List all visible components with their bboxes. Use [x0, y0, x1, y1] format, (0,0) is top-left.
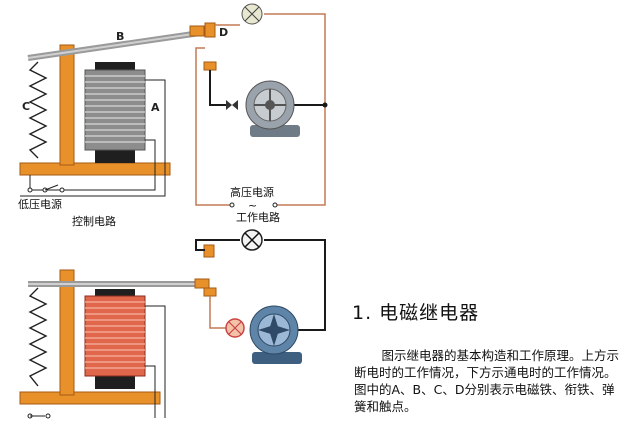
work-wire-on-top — [195, 239, 240, 251]
indicator-lamp-off — [226, 100, 238, 110]
relay-off-diagram: B C A D 低压电源 控制电路 高压电源 ~ 工作电路 — [18, 3, 328, 228]
motor-base-on — [252, 352, 302, 364]
control-wire-b — [45, 139, 156, 191]
high-voltage-label: 高压电源 — [230, 185, 274, 199]
lamp-wire-on — [209, 296, 226, 329]
work-wire-left — [195, 47, 232, 206]
bulb-filament-on — [244, 232, 260, 248]
terminal-1 — [27, 187, 33, 193]
label-d: D — [219, 26, 228, 39]
control-circuit-label: 控制电路 — [72, 214, 116, 228]
core-top — [95, 62, 135, 72]
label-a: A — [151, 101, 160, 114]
indicator-filament-on — [228, 321, 242, 335]
control-switch — [44, 184, 59, 191]
base-plate-on — [19, 391, 161, 405]
moving-contact-on — [194, 278, 210, 289]
core-bottom-on — [95, 375, 135, 389]
caption: 1. 电磁继电器 图示继电器的基本构造和工作原理。上方示断电时的工作情况，下方示… — [350, 298, 620, 415]
core-bottom — [95, 150, 135, 163]
work-circuit-label: 工作电路 — [236, 211, 280, 224]
caption-body: 图示继电器的基本构造和工作原理。上方示断电时的工作情况，下方示通电时的工作情况。… — [354, 348, 620, 414]
support-post — [59, 44, 75, 166]
ac-terminal-right — [272, 202, 278, 208]
lower-contact-on — [203, 287, 217, 297]
work-wire-on-right — [264, 239, 326, 331]
coil-on — [84, 295, 146, 377]
caption-title: 1. 电磁继电器 — [352, 302, 480, 324]
label-c: C — [22, 100, 30, 113]
base-plate — [19, 162, 171, 176]
lamp-wire — [209, 70, 226, 106]
label-b: B — [116, 30, 124, 43]
spring-on — [28, 287, 48, 387]
lower-contact — [203, 61, 217, 71]
coil-windings-on — [85, 301, 145, 369]
coil-off — [84, 69, 146, 151]
moving-contact — [189, 25, 205, 37]
control-wire-on-a — [145, 305, 166, 418]
ac-terminal-left — [229, 202, 235, 208]
coil-windings — [85, 75, 145, 143]
relay-on-diagram — [19, 229, 326, 419]
work-wire-right — [264, 13, 326, 206]
ac-symbol: ~ — [248, 199, 257, 212]
motor-blade-h — [258, 325, 290, 335]
terminal-3 — [59, 187, 65, 193]
terminal-on-2 — [45, 413, 51, 419]
core-top-on — [95, 289, 135, 297]
armature-highlight — [27, 32, 201, 59]
support-post-on — [59, 269, 75, 396]
upper-contact — [204, 22, 216, 38]
junction-dot — [322, 102, 328, 108]
control-wire-c — [29, 175, 45, 191]
low-voltage-label: 低压电源 — [18, 197, 62, 211]
bulb-filament — [244, 6, 260, 22]
upper-contact-on — [203, 244, 215, 258]
spring — [28, 61, 48, 159]
control-wire-on-b — [145, 365, 156, 418]
control-wire-a — [70, 79, 166, 197]
